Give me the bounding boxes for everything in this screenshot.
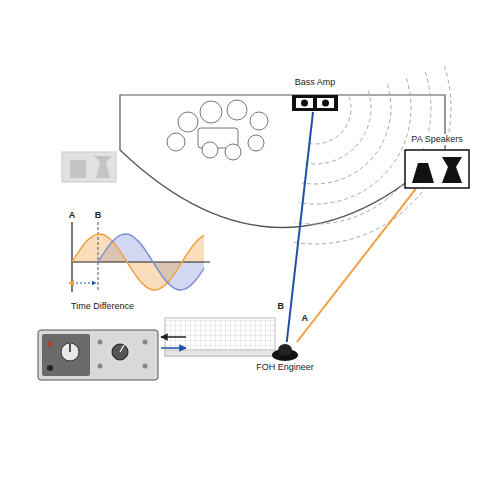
pa-speaker-symbol [404,149,470,189]
signal-marker: A [68,211,77,221]
signal-marker: B [94,211,103,221]
ghost-speaker [62,152,116,182]
drum-kit [167,100,268,160]
signal-arrow [161,347,186,349]
listener-node: FOH Engineer [254,342,316,373]
path-label: B [276,303,285,313]
stage-outline [120,95,445,228]
engineer-head [271,342,299,362]
waveform [98,234,204,290]
amp-node: Bass Amp [291,77,339,112]
signal-path [297,189,416,342]
waveform [72,234,204,290]
node-label: FOH Engineer [254,362,316,373]
signal-arrow [161,336,186,338]
speaker-node: PA Speakers [404,134,470,189]
path-label: A [301,314,310,324]
phase-device [38,330,158,380]
waveform-inset [68,222,210,292]
bass-amp-symbol [291,94,339,112]
signal-path [287,112,313,342]
node-label: Bass Amp [293,77,338,88]
node-label: PA Speakers [409,134,464,145]
chart-caption: Time Difference [70,302,135,312]
